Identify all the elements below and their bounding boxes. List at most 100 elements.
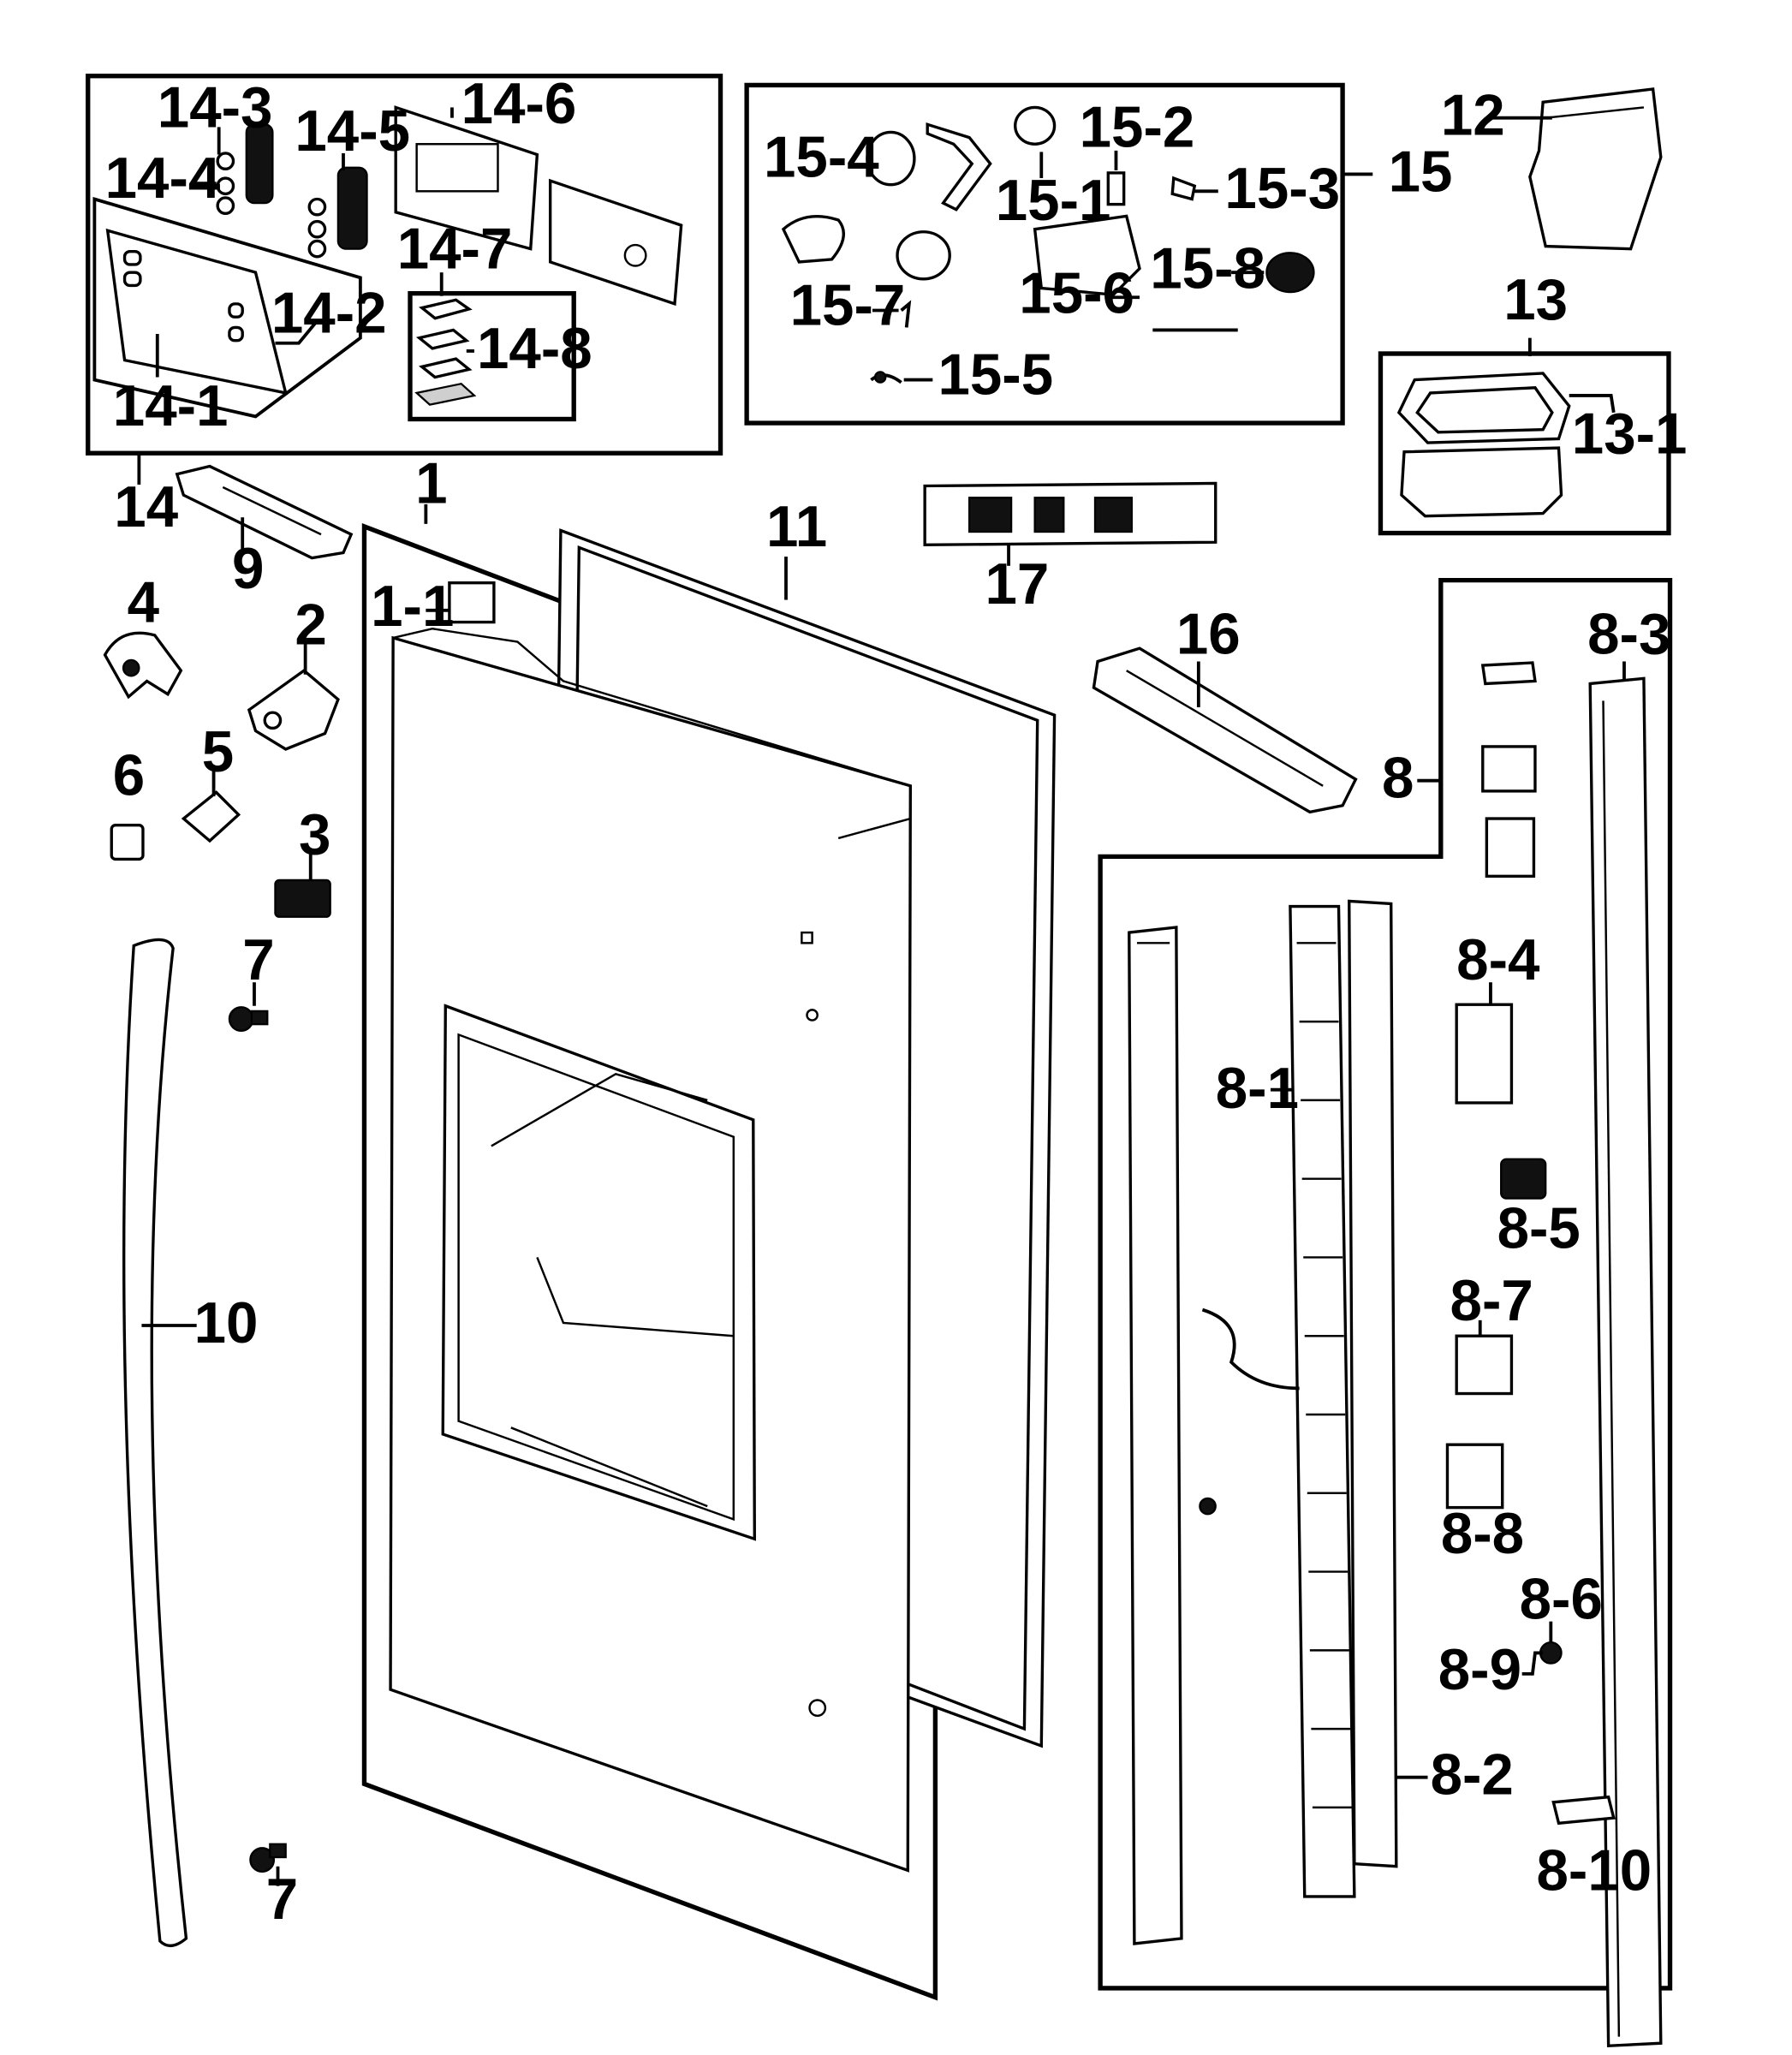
part-5-clip	[181, 790, 241, 843]
part-8-2-mullion	[1348, 899, 1398, 1868]
callout-16: 16	[1176, 602, 1241, 666]
button-strip-14-3	[245, 123, 274, 205]
callout-15-3: 15-3	[1224, 157, 1340, 221]
callout-13-1: 13-1	[1572, 402, 1688, 466]
callout-8-6: 8-6	[1520, 1568, 1603, 1632]
ring-part	[896, 230, 951, 281]
callout-8-3: 8-3	[1587, 602, 1670, 666]
callout-7-upper: 7	[242, 928, 274, 992]
callout-11: 11	[766, 495, 827, 559]
callout-1-1: 1-1	[371, 575, 454, 639]
callout-8-9: 8-9	[1438, 1638, 1521, 1702]
button-strip-14-5	[336, 166, 368, 250]
pin-15-7	[900, 300, 912, 328]
callout-4: 4	[128, 571, 160, 635]
small-parts-left	[103, 631, 340, 1947]
group-14-frame	[86, 74, 723, 456]
callout-7-lower: 7	[266, 1867, 298, 1932]
callout-8-5: 8-5	[1497, 1197, 1581, 1261]
sub-14-1-frame	[92, 196, 362, 419]
callout-8-1: 8-1	[1216, 1057, 1299, 1121]
tray-lower	[1400, 446, 1563, 518]
part-1-1-block	[448, 581, 496, 624]
cap-15-8	[1265, 252, 1315, 294]
callout-14-5: 14-5	[295, 99, 410, 164]
callout-14-4: 14-4	[105, 146, 221, 211]
sub-14-7-frame	[408, 290, 576, 422]
sensor-15-3	[1170, 176, 1197, 201]
callout-15-8: 15-8	[1150, 237, 1265, 301]
group-14-assembly	[86, 74, 723, 485]
part-6-cap	[110, 823, 145, 861]
callout-14: 14	[114, 475, 178, 539]
part-7-screw-lower	[249, 1843, 287, 1873]
switch-15-2	[1106, 171, 1126, 206]
group-15-assembly	[744, 82, 1373, 426]
bracket-part	[926, 122, 992, 211]
motor-15-1	[1014, 105, 1057, 146]
callout-15-4: 15-4	[764, 126, 879, 190]
part-12-ice-bucket	[1490, 87, 1663, 251]
part-8-1-heater-strip	[1289, 904, 1356, 1898]
part-10-door-handle	[122, 938, 188, 1947]
callout-8-10: 8-10	[1536, 1838, 1652, 1903]
callout-15-6: 15-6	[1019, 262, 1134, 326]
callout-2: 2	[295, 593, 326, 658]
part-1-door-assembly	[361, 503, 1057, 2001]
part-17-led-pcb	[923, 481, 1217, 566]
group-13-frame	[1378, 351, 1671, 536]
motor-15-4	[866, 130, 916, 187]
part-8-7-clip	[1455, 1334, 1514, 1396]
callout-8-8: 8-8	[1441, 1502, 1524, 1566]
part-8-6-spring	[1539, 1641, 1563, 1665]
callout-5: 5	[202, 720, 234, 784]
callout-8-4: 8-4	[1456, 928, 1540, 992]
callout-10: 10	[194, 1291, 259, 1355]
part-9-cap	[175, 464, 354, 560]
part-3-block	[274, 879, 331, 918]
control-panel-cover	[105, 228, 288, 396]
part-8-4-hinge	[1455, 1003, 1514, 1105]
callout-6: 6	[113, 743, 145, 807]
control-pcb-14-6	[394, 105, 539, 251]
callout-8-7: 8-7	[1450, 1269, 1533, 1333]
callout-14-6: 14-6	[461, 72, 577, 136]
callout-15: 15	[1389, 140, 1453, 204]
callout-14-2: 14-2	[271, 282, 387, 346]
control-rear-cover	[548, 178, 683, 307]
mullion-wire	[1201, 1307, 1300, 1391]
callout-8-2: 8-2	[1431, 1743, 1514, 1808]
part-8-8-hinge	[1445, 1443, 1504, 1510]
callout-12: 12	[1441, 84, 1505, 148]
callout-17: 17	[985, 552, 1050, 616]
mullion-screw	[1199, 1497, 1217, 1516]
callout-15-2: 15-2	[1080, 95, 1195, 159]
callout-14-1: 14-1	[113, 374, 229, 438]
callout-14-7: 14-7	[397, 217, 513, 282]
part-7-screw-upper	[228, 1006, 269, 1032]
part-2-hinge-bracket	[247, 669, 340, 751]
part-4-hinge-cover	[103, 631, 183, 700]
callout-15-7: 15-7	[790, 273, 906, 337]
mullion-cover	[1128, 926, 1183, 1945]
group-8-assembly	[1098, 577, 1673, 2048]
group-15-frame	[744, 82, 1345, 426]
callout-8: 8	[1382, 747, 1414, 811]
callout-labels: 14-3 14-4 14-5 14-6 14-7 14-8 14-2 14-1 …	[105, 72, 1688, 1932]
ice-bucket-auger	[781, 215, 845, 264]
part-16-duct	[1092, 646, 1358, 814]
part-8-5-cap	[1500, 1158, 1547, 1200]
callout-3: 3	[299, 802, 330, 867]
callout-14-8: 14-8	[477, 317, 592, 381]
ice-maker-module	[1033, 214, 1141, 296]
callout-15-5: 15-5	[938, 342, 1053, 407]
group-8-frame	[1098, 577, 1673, 1991]
part-8-10-clip	[1551, 1795, 1616, 1826]
callout-13: 13	[1503, 268, 1568, 332]
callout-14-3: 14-3	[158, 75, 273, 140]
callout-1: 1	[415, 451, 447, 515]
group-13-assembly	[1378, 337, 1671, 536]
dispenser-recess	[441, 1004, 756, 1541]
callout-9: 9	[232, 537, 264, 601]
